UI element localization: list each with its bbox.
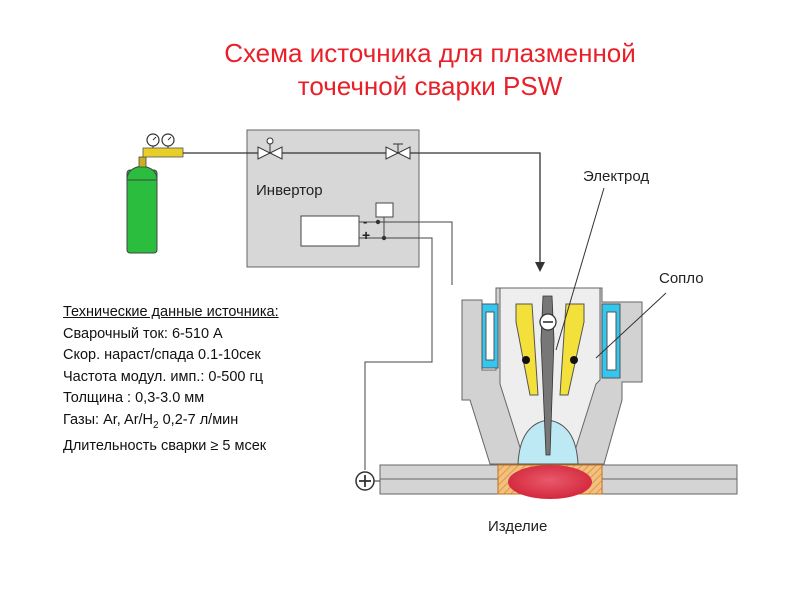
gas-line <box>183 152 541 268</box>
hf-unit <box>375 202 394 218</box>
spec-gases-sub: 2 <box>153 419 159 431</box>
title-line-2: точечной сварки PSW <box>297 71 563 101</box>
spec-frequency: Частота модул. имп.: 0-500 гц <box>63 368 264 385</box>
workpiece-label: Изделие <box>488 518 548 535</box>
specs-heading: Технические данные источника: <box>63 304 279 320</box>
terminal-dot <box>375 219 381 225</box>
power-module <box>300 215 360 247</box>
spec-current: Сварочный ток: 6-510 А <box>63 325 223 342</box>
inverter-label: Инвертор <box>256 182 323 199</box>
spec-gases: Газы: Ar, Ar/H2 0,2-7 л/мин <box>63 410 279 436</box>
nozzle-label: Сопло <box>659 270 704 287</box>
spec-gases-prefix: Газы: Ar, Ar/H <box>63 411 154 428</box>
contact-dot <box>522 356 530 364</box>
electrical-wiring <box>359 217 453 470</box>
spec-ramp: Скор. нараст/спада 0.1-10сек <box>63 347 261 363</box>
pressure-regulator <box>142 133 184 158</box>
title-line-1: Схема источника для плазменной <box>224 38 636 68</box>
gas-flow-arrow <box>535 262 545 272</box>
technical-specs: Технические данные источника: Сварочный … <box>63 302 279 457</box>
electrode-label: Электрод <box>583 168 650 185</box>
spec-gases-suffix: 0,2-7 л/мин <box>158 411 239 428</box>
plus-sign-label: + <box>362 227 371 243</box>
electrode-leader-line <box>555 187 605 351</box>
contact-dot <box>570 356 578 364</box>
terminal-dot <box>381 235 387 241</box>
electrode-holder <box>515 303 539 396</box>
nozzle-insert-slot <box>606 311 617 371</box>
electrode <box>540 295 555 456</box>
electrode-holder <box>559 303 585 396</box>
spec-thickness: Толщина : 0,3-3.0 мм <box>63 390 205 406</box>
nozzle-insert-slot <box>485 311 495 361</box>
nozzle-leader-line <box>595 292 667 359</box>
page-title: Схема источника для плазменной точечной … <box>0 37 800 103</box>
gas-cylinder <box>126 156 158 254</box>
valve-1 <box>257 137 283 160</box>
spec-duration: Длительность сварки ≥ 5 мсек <box>63 437 267 454</box>
weld-nugget <box>508 465 592 499</box>
minus-sign-label: - <box>363 214 368 229</box>
valve-2 <box>385 143 411 160</box>
